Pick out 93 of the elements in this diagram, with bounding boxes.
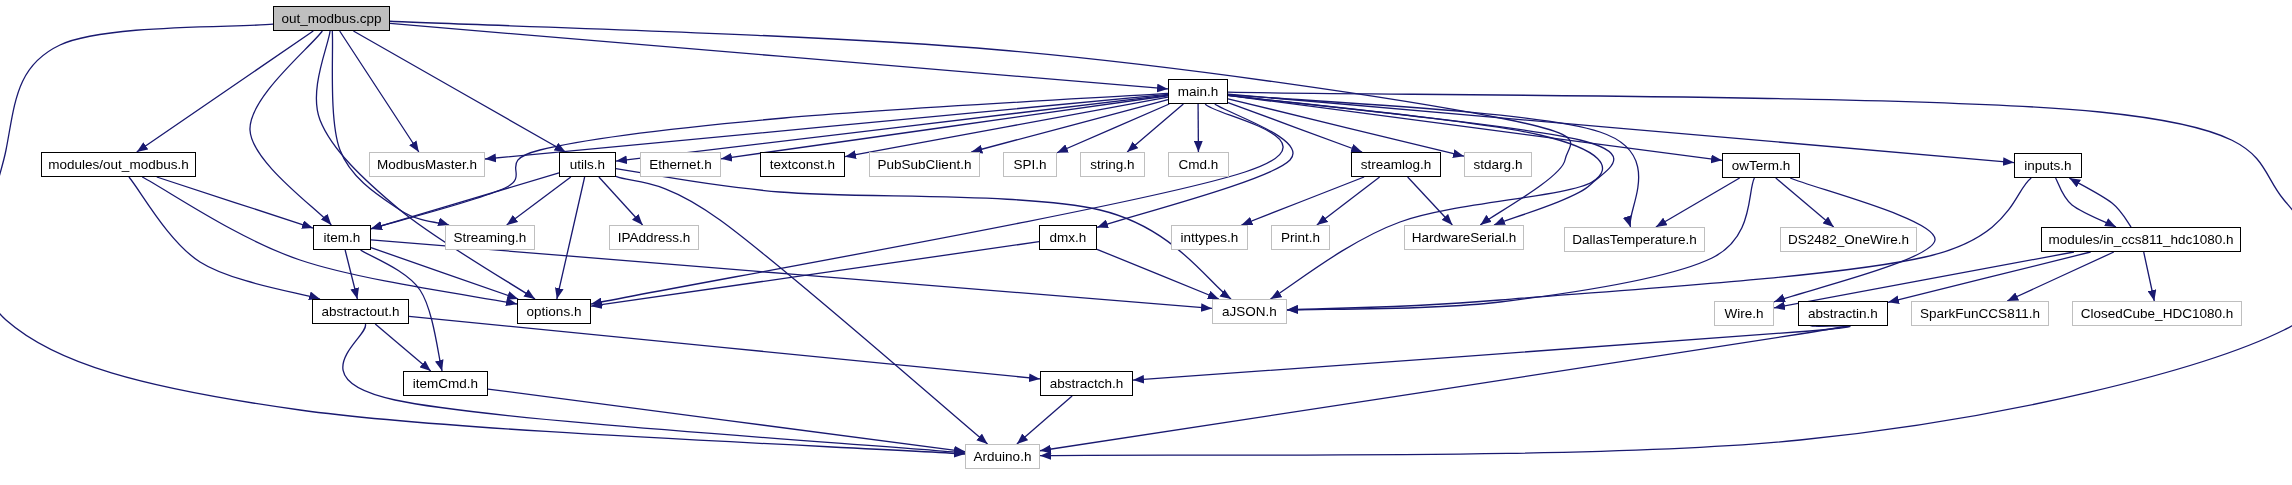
arrow: [590, 103, 1284, 307]
arrow: [374, 323, 432, 372]
arrow: [506, 176, 572, 226]
arrow: [1773, 177, 1936, 303]
file-box: SparkFunCCS811.h: [1911, 301, 2049, 326]
arrow: [408, 315, 1041, 383]
arrow: [1126, 103, 1184, 153]
arrow: [342, 323, 966, 457]
arrow: [2143, 251, 2157, 302]
file-box: PubSubClient.h: [869, 152, 980, 177]
file-box: out_modbus.cpp: [273, 6, 390, 31]
arrow: [249, 30, 332, 226]
arrow: [128, 176, 321, 301]
file-box: Streaming.h: [445, 225, 535, 250]
file-box: abstractch.h: [1040, 371, 1133, 396]
file-box: SPI.h: [1003, 152, 1057, 177]
arrow: [136, 30, 314, 153]
arrow: [359, 249, 444, 372]
arrow: [1096, 248, 1220, 300]
file-box: HardwareSerial.h: [1404, 225, 1524, 250]
arrow: [720, 95, 1169, 162]
file-box: DallasTemperature.h: [1564, 227, 1705, 252]
arrow: [1240, 176, 1365, 226]
file-box: IPAddress.h: [609, 225, 699, 250]
file-box: main.h: [1168, 79, 1228, 104]
arrow: [1227, 93, 2015, 166]
arrow: [389, 20, 1572, 226]
arrow: [1286, 177, 1756, 315]
arrow: [1039, 91, 2292, 460]
file-box: abstractout.h: [312, 299, 409, 324]
arrow: [344, 249, 359, 300]
arrow: [1016, 395, 1073, 445]
arrow: [1655, 177, 1741, 228]
file-box: inttypes.h: [1171, 225, 1248, 250]
arrow: [370, 172, 560, 230]
file-box: dmx.h: [1039, 225, 1097, 250]
arrow: [352, 30, 567, 153]
arrow: [339, 30, 420, 153]
arrow: [1096, 103, 1294, 229]
file-box: options.h: [517, 299, 591, 324]
arrow: [487, 388, 966, 455]
file-box: Arduino.h: [965, 444, 1040, 469]
arrow: [370, 239, 1213, 312]
arrow: [598, 176, 644, 226]
file-box: owTerm.h: [1722, 153, 1800, 178]
arrow: [1887, 251, 2092, 304]
arrow: [389, 22, 1169, 93]
file-box: modules/out_modbus.h: [41, 152, 196, 177]
arrow: [970, 98, 1169, 154]
arrow: [844, 96, 1169, 159]
file-box: abstractin.h: [1798, 301, 1888, 326]
file-box: textconst.h: [760, 152, 845, 177]
arrow: [615, 94, 1169, 165]
arrow: [1407, 176, 1453, 226]
arrow: [370, 246, 519, 300]
arrow: [1227, 98, 1465, 158]
file-box: item.h: [313, 225, 371, 250]
arrow: [2068, 177, 2132, 228]
file-box: aJSON.h: [1212, 299, 1287, 324]
arrow: [2006, 251, 2115, 302]
file-box: Ethernet.h: [640, 152, 721, 177]
arrow: [1773, 251, 2075, 311]
arrow: [615, 175, 989, 445]
arrow: [141, 176, 518, 307]
arrow: [2054, 177, 2117, 228]
arrow: [555, 176, 586, 300]
file-box: string.h: [1080, 152, 1145, 177]
arrow: [1316, 176, 1381, 226]
arrow: [484, 93, 1169, 163]
file-box: ClosedCube_HDC1080.h: [2072, 301, 2242, 326]
file-box: DS2482_OneWire.h: [1780, 227, 1917, 252]
arrow: [1193, 103, 1203, 153]
arrow: [1775, 177, 1835, 228]
file-box: Cmd.h: [1168, 152, 1229, 177]
file-box: streamlog.h: [1351, 152, 1441, 177]
file-box: Print.h: [1271, 225, 1330, 250]
arrow: [370, 92, 1169, 230]
file-box: stdarg.h: [1464, 152, 1532, 177]
arrow: [0, 23, 966, 458]
arrow: [1132, 325, 1851, 384]
file-box: itemCmd.h: [403, 371, 488, 396]
file-box: ModbusMaster.h: [369, 152, 485, 177]
arrow: [615, 167, 1232, 300]
file-box: modules/in_ccs811_hdc1080.h: [2041, 227, 2241, 252]
arrow: [1227, 101, 1363, 153]
file-box: utils.h: [559, 152, 616, 177]
arrow: [156, 176, 314, 229]
arrow: [590, 241, 1040, 309]
file-box: Wire.h: [1714, 301, 1774, 326]
arrow: [331, 30, 450, 227]
file-box: inputs.h: [2014, 153, 2082, 178]
arrow: [315, 30, 536, 300]
arrow: [1056, 103, 1170, 154]
